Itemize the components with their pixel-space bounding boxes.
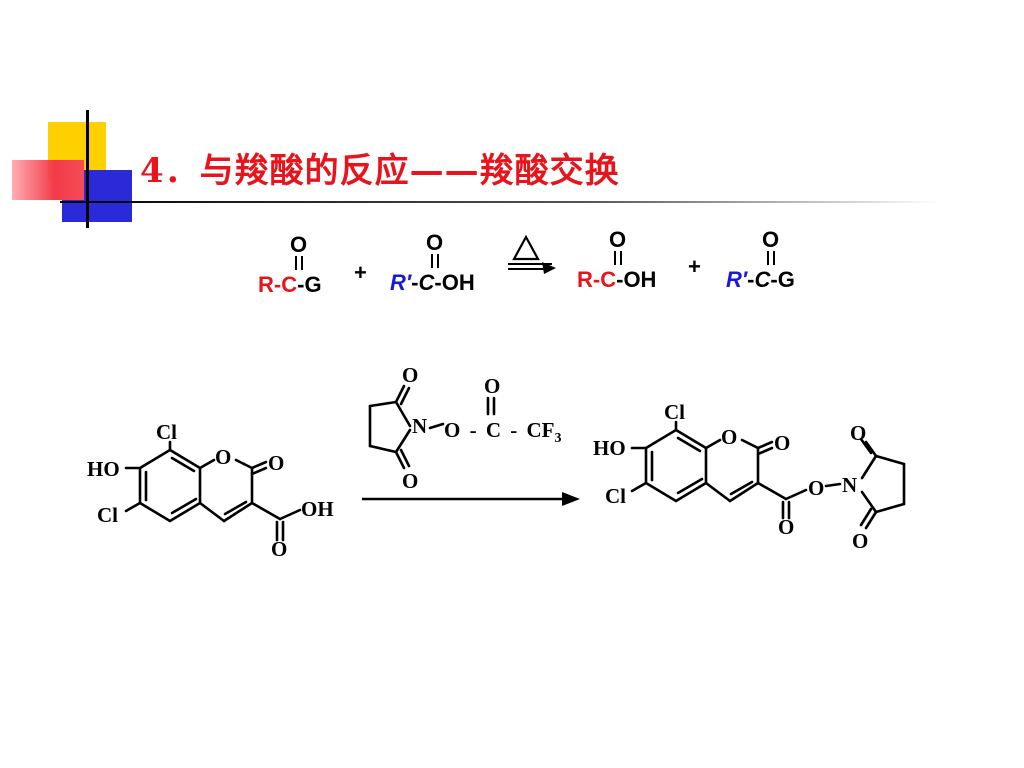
chlorine-label: Cl (97, 503, 118, 527)
svg-text:R-C-OH: R-C-OH (577, 267, 656, 292)
arrow-head-icon (562, 492, 580, 506)
svg-text:R′-C-G: R′-C-G (726, 267, 795, 292)
imide-oxygen-label: O (852, 529, 868, 553)
product-coumarin-nhs-ester: Cl HO Cl O O O O N O O (593, 400, 906, 553)
plus-sign: + (354, 260, 367, 285)
nitrogen-label: N (842, 473, 857, 497)
svg-text:O - C -: O - C - CF3 (444, 418, 562, 446)
slide-title: 4．与羧酸的反应——羧酸交换 (140, 151, 620, 191)
leaving-group: G (778, 267, 795, 292)
reactant-ester: O R-C-G (258, 232, 322, 297)
acyl-oxygen-label: O (484, 374, 500, 398)
imide-oxygen-label: O (402, 469, 418, 493)
ester-carbonyl-oxygen-label: O (778, 515, 794, 539)
acid-carbonyl-oxygen-label: O (271, 537, 287, 561)
r-group: R (258, 272, 274, 297)
hydroxyl-label: HO (593, 436, 626, 460)
imide-oxygen-label: O (402, 363, 418, 387)
svg-text:R-C-G: R-C-G (258, 272, 322, 297)
heat-condition (508, 234, 556, 274)
ring-oxygen-label: O (215, 445, 231, 469)
acyl-carbon-label: C (486, 418, 501, 442)
ester-oxygen-label: O (808, 476, 824, 500)
hydroxyl: OH (623, 267, 656, 292)
product-ester: O R′-C-G (726, 227, 795, 292)
hydroxyl: OH (442, 270, 475, 295)
product-acid: O R-C-OH (577, 227, 656, 292)
leaving-group: G (304, 272, 321, 297)
plus-sign: + (688, 254, 701, 279)
carbonyl-oxygen: O (609, 227, 626, 252)
r-prime-group: R′ (390, 270, 413, 295)
chlorine-label: Cl (156, 420, 177, 444)
trifluoromethyl-label: CF (527, 418, 555, 442)
svg-text:R′-C-OH: R′-C-OH (390, 270, 475, 295)
r-group: R (577, 267, 593, 292)
hydroxyl-label: HO (87, 457, 120, 481)
nitrogen-label: N (412, 414, 427, 438)
ester-oxygen-label: O (444, 418, 460, 442)
carbon: C (281, 272, 297, 297)
arrow-head-icon (542, 262, 556, 274)
carbonyl-oxygen: O (762, 227, 779, 252)
ring-oxygen-label: O (721, 425, 737, 449)
reaction-arrow (362, 492, 580, 506)
carbonyl-oxygen-label: O (774, 431, 790, 455)
reactant-acid: O R′-C-OH (390, 230, 475, 295)
carbon: C (600, 267, 616, 292)
imide-oxygen-label: O (850, 421, 866, 445)
chlorine-label: Cl (664, 400, 685, 424)
carbon: C (419, 270, 436, 295)
reagent-nhs-tfa: O N O O O - C - CF3 (368, 363, 562, 493)
decor-vertical-line (86, 110, 89, 228)
carbonyl-oxygen: O (290, 232, 307, 257)
carbonyl-oxygen-label: O (268, 451, 284, 475)
heat-triangle-icon (512, 234, 540, 261)
r-prime-group: R′ (726, 267, 749, 292)
carbonyl-oxygen: O (426, 230, 443, 255)
carbon: C (755, 267, 772, 292)
title-underline (60, 201, 940, 203)
chlorine-label: Cl (605, 484, 626, 508)
starting-coumarin-acid: Cl O O HO Cl OH O (87, 420, 334, 561)
acid-hydroxyl-label: OH (301, 497, 334, 521)
decor-red-square (12, 160, 84, 200)
